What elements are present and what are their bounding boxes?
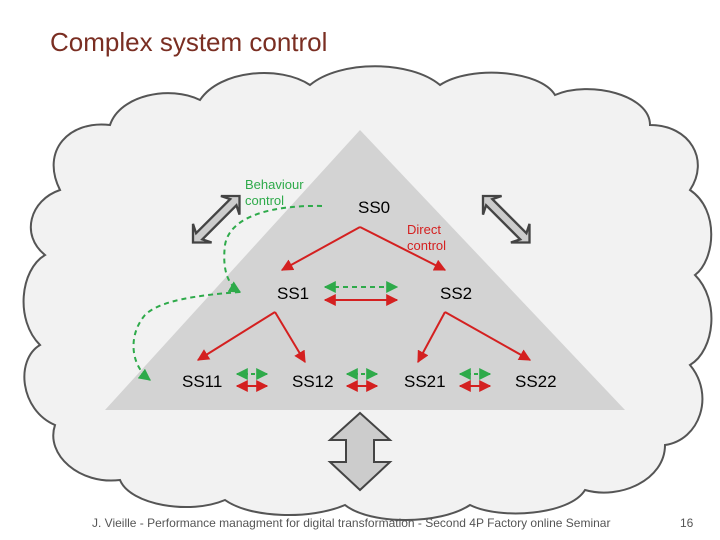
up-down-double-arrow-icon (327, 411, 393, 492)
behaviour-control-label-line1: Behaviour (245, 177, 304, 192)
page-number: 16 (680, 516, 694, 530)
node-ss1: SS1 (277, 284, 309, 303)
behaviour-arrow-to-ss11 (132, 291, 241, 381)
behaviour-arrow-to-ss1 (223, 204, 323, 293)
footer-text: J. Vieille - Performance managment for d… (92, 516, 611, 530)
direct-arrow-ss1-ss11 (196, 311, 276, 361)
direct-control-label-line1: Direct (407, 222, 441, 237)
node-ss12: SS12 (292, 372, 334, 391)
node-ss11: SS11 (182, 372, 222, 391)
peer-arrows-ss12-ss21 (345, 368, 379, 392)
behaviour-control-label-line2: control (245, 193, 284, 208)
node-ss22: SS22 (515, 372, 557, 391)
peer-arrows-ss11-ss12 (235, 368, 269, 392)
node-ss0: SS0 (358, 198, 390, 217)
direct-arrow-ss0-ss2 (359, 226, 447, 271)
expand-arrows-icon (481, 194, 531, 244)
expand-arrows-icon (191, 194, 241, 244)
slide-title: Complex system control (50, 27, 328, 57)
direct-arrow-ss1-ss12 (274, 311, 306, 364)
direct-arrow-ss0-ss1 (280, 226, 361, 271)
node-ss2: SS2 (440, 284, 472, 303)
direct-control-label-line2: control (407, 238, 446, 253)
direct-arrow-ss2-ss21 (417, 311, 446, 364)
direct-arrow-ss2-ss22 (444, 311, 532, 361)
node-ss21: SS21 (404, 372, 446, 391)
peer-arrows-ss21-ss22 (458, 368, 492, 392)
